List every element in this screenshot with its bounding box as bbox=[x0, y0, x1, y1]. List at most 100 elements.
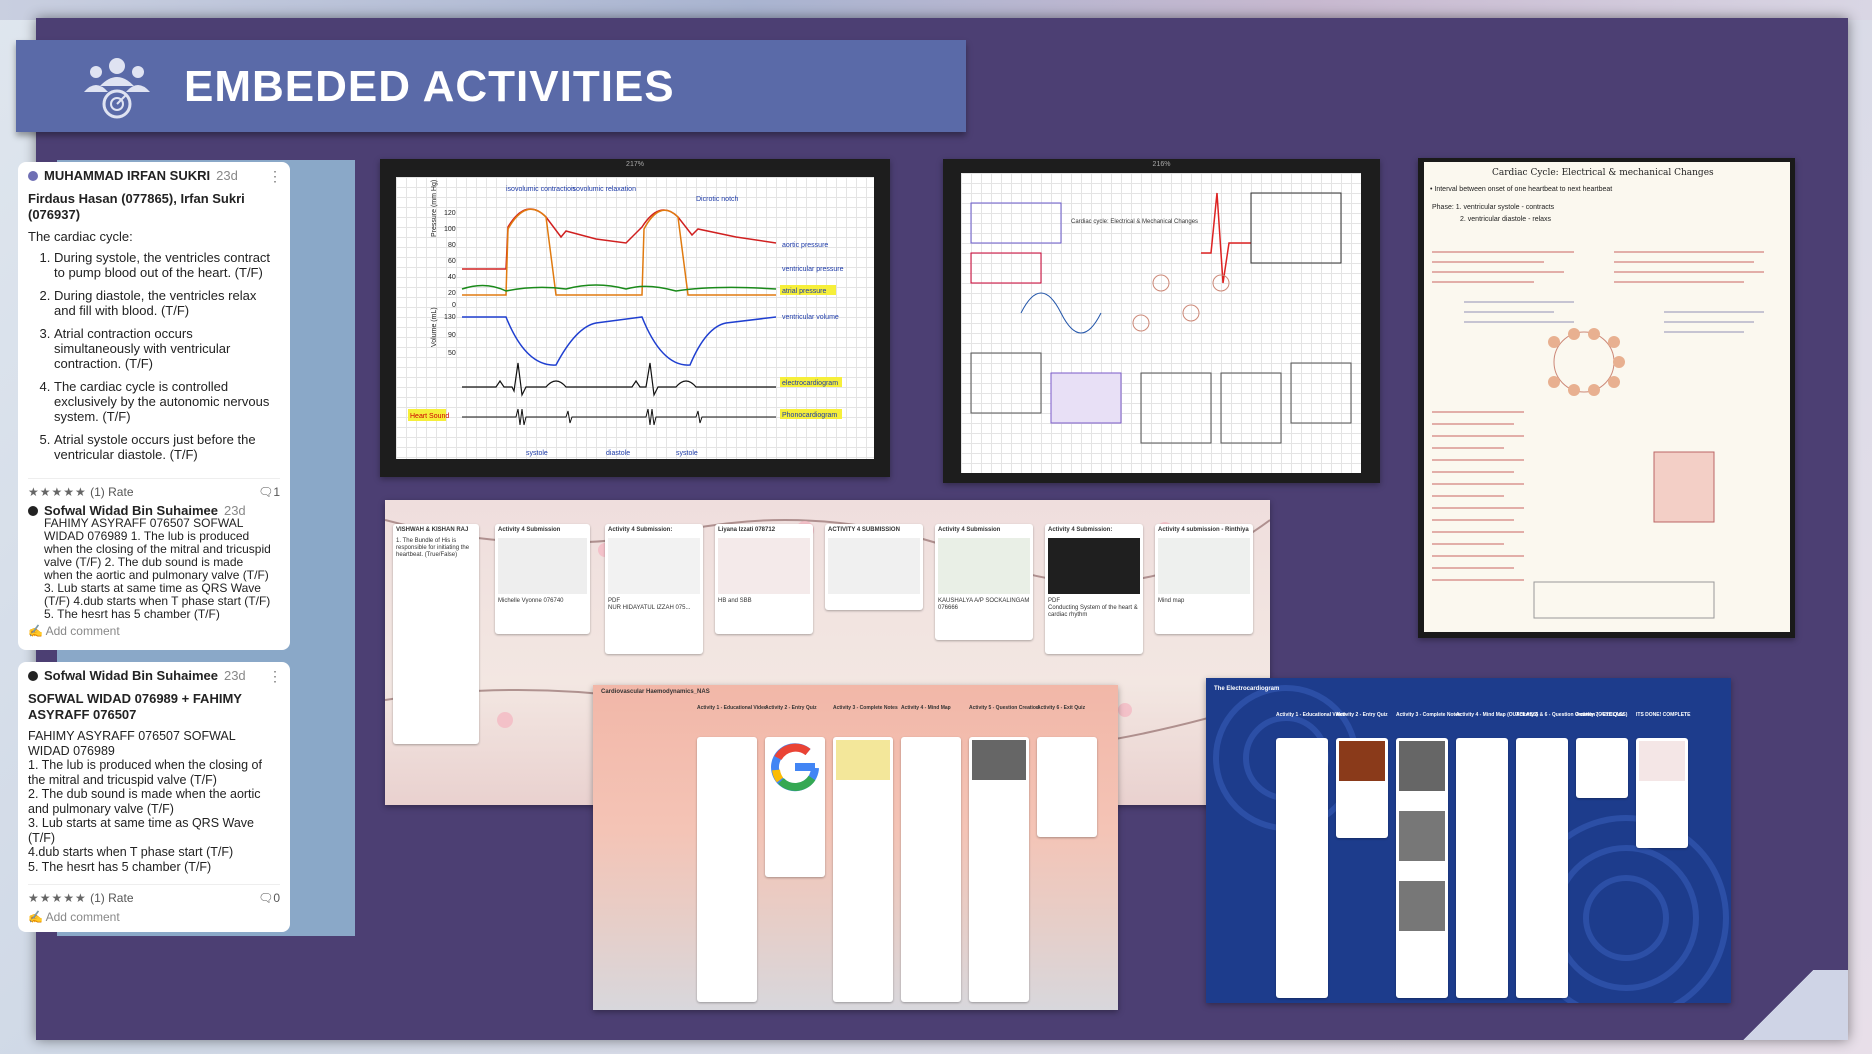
rating-label: (1) Rate bbox=[90, 891, 134, 905]
board-card[interactable] bbox=[765, 737, 825, 877]
card-thumbnail bbox=[1399, 741, 1445, 791]
card-thumbnail bbox=[938, 538, 1030, 594]
column-header: Activity 2 - Entry Quiz bbox=[765, 705, 817, 711]
card-thumbnail bbox=[1639, 741, 1685, 781]
mindmap-box bbox=[1250, 192, 1342, 264]
board-card[interactable] bbox=[1336, 738, 1388, 838]
board-card[interactable]: Activity 4 Submission Michelle Vyonne 07… bbox=[495, 524, 590, 634]
mindmap-box bbox=[1140, 372, 1212, 444]
board-card[interactable]: Activity 4 Submission KAUSHALYA A/P SOCK… bbox=[935, 524, 1033, 640]
notes-drawing bbox=[1432, 251, 1764, 619]
pressure-tick: 120 bbox=[444, 210, 456, 217]
column-header: Activity 1 - Educational Video bbox=[1276, 712, 1346, 718]
board-card[interactable] bbox=[969, 737, 1029, 1002]
board-card[interactable] bbox=[901, 737, 961, 1002]
post-line: 2. The dub sound is made when the aortic… bbox=[28, 787, 261, 816]
ecg-trace bbox=[462, 362, 776, 398]
card-body: Michelle Vyonne 076740 bbox=[498, 598, 564, 604]
board-card[interactable] bbox=[1396, 738, 1448, 998]
rate-button[interactable]: ★★★★★ (1) Rate bbox=[28, 891, 134, 905]
board-card[interactable] bbox=[1636, 738, 1688, 848]
phonocardiogram-label: Phonocardiogram bbox=[782, 412, 837, 419]
board-card[interactable] bbox=[833, 737, 893, 1002]
ventricular-pressure-curve bbox=[462, 208, 776, 296]
card-thumbnail bbox=[1399, 881, 1445, 931]
highlight bbox=[780, 409, 842, 419]
aortic-pressure-label: aortic pressure bbox=[782, 242, 828, 249]
add-comment-button[interactable]: ✍ Add comment bbox=[28, 624, 120, 638]
card-body: Mind map bbox=[1158, 598, 1185, 604]
notes-scribble bbox=[1664, 311, 1764, 333]
mindmap-box bbox=[970, 352, 1042, 414]
highlight bbox=[780, 285, 836, 295]
board-card[interactable]: ACTIVITY 4 SUBMISSION bbox=[825, 524, 923, 610]
add-comment-button[interactable]: ✍ Add comment bbox=[28, 910, 120, 924]
card-title: Activity 4 Submission: bbox=[1048, 527, 1113, 533]
notes-scribble bbox=[1432, 251, 1574, 283]
card-body: Conducting System of the heart & cardiac… bbox=[1048, 605, 1138, 618]
comment-count-value: 0 bbox=[273, 891, 280, 905]
post-time: 23d bbox=[216, 168, 238, 183]
card-title: Activity 4 Submission: bbox=[608, 527, 673, 533]
board-card[interactable] bbox=[1576, 738, 1628, 798]
board-card[interactable] bbox=[1037, 737, 1097, 837]
post-body: FAHIMY ASYRAFF 076507 SOFWAL WIDAD 07698… bbox=[28, 729, 280, 874]
board-card[interactable]: Activity 4 Submission: PDF NUR HIDAYATUL… bbox=[605, 524, 703, 654]
notes-line: • Interval between onset of one heartbea… bbox=[1430, 186, 1613, 193]
card-thumbnail bbox=[498, 538, 587, 594]
list-item: The cardiac cycle is controlled exclusiv… bbox=[54, 379, 280, 424]
heart-sketch bbox=[1132, 314, 1150, 332]
column-header: Activity 4 - Mind Map (OUTCLASS) bbox=[1456, 712, 1538, 718]
board-card[interactable] bbox=[697, 737, 757, 1002]
notes-scribble bbox=[1614, 251, 1764, 283]
heart-sound-label: Heart Sound bbox=[410, 413, 449, 420]
post-line: FAHIMY ASYRAFF 076507 SOFWAL WIDAD 07698… bbox=[28, 729, 236, 758]
board-card[interactable]: Activity 4 submission - Rinthiya Mind ma… bbox=[1155, 524, 1253, 634]
column-header: Activity 3 - Complete Notes bbox=[833, 705, 898, 711]
board-card[interactable]: VISHWAH & KISHAN RAJ 1. The Bundle of Hi… bbox=[393, 524, 479, 744]
add-comment-label: Add comment bbox=[45, 624, 120, 638]
heart-sketch bbox=[1152, 274, 1170, 292]
background-streak bbox=[0, 0, 1872, 20]
board-card[interactable] bbox=[1516, 738, 1568, 998]
more-options-icon[interactable]: ⋮ bbox=[268, 668, 282, 684]
highlight bbox=[780, 377, 842, 387]
avatar bbox=[28, 170, 38, 181]
heart-sketches bbox=[1548, 328, 1625, 396]
zoom-level: 216% bbox=[1152, 161, 1171, 168]
dicrotic-notch-label: Dicrotic notch bbox=[696, 196, 739, 203]
card-thumbnail bbox=[972, 740, 1026, 780]
card-title: Activity 4 Submission bbox=[498, 527, 561, 533]
post-card[interactable]: Sofwal Widad Bin Suhaimee 23d ⋮ SOFWAL W… bbox=[18, 662, 290, 932]
column-header: Activity 3 - Complete Notes bbox=[1396, 712, 1461, 718]
post-card[interactable]: MUHAMMAD IRFAN SUKRI 23d ⋮ Firdaus Hasan… bbox=[18, 162, 290, 650]
notes-scribble bbox=[1464, 301, 1574, 323]
card-thumbnail bbox=[1048, 538, 1140, 594]
notes-line: 2. ventricular diastole - relaxs bbox=[1460, 216, 1552, 223]
pressure-tick: 0 bbox=[452, 302, 456, 309]
slide-corner bbox=[1708, 970, 1848, 1040]
board-title: The Electrocardiogram bbox=[1214, 686, 1280, 692]
list-item: Atrial systole occurs just before the ve… bbox=[54, 432, 280, 462]
notes-title: Cardiac Cycle: Electrical & mechanical C… bbox=[1492, 168, 1714, 178]
board-card[interactable]: Activity 4 Submission: PDF Conducting Sy… bbox=[1045, 524, 1143, 654]
comment-author: Sofwal Widad Bin Suhaimee 23d bbox=[28, 504, 274, 517]
avatar bbox=[28, 505, 38, 516]
blue-board-screenshot: The Electrocardiogram Activity 1 - Educa… bbox=[1206, 678, 1731, 1003]
board-card[interactable] bbox=[1456, 738, 1508, 998]
isovolumic-contraction-label: isovolumic contraction bbox=[506, 186, 575, 193]
more-options-icon[interactable]: ⋮ bbox=[268, 168, 282, 184]
rate-button[interactable]: ★★★★★ (1) Rate bbox=[28, 485, 134, 499]
comment-count[interactable]: 🗨1 bbox=[258, 485, 280, 499]
card-thumbnail bbox=[836, 740, 890, 780]
comment-count[interactable]: 🗨0 bbox=[258, 891, 280, 905]
diastole-label: diastole bbox=[606, 450, 630, 457]
board-card[interactable] bbox=[1276, 738, 1328, 998]
column-header: Activity 5 - Question Creation bbox=[969, 705, 1040, 711]
card-title: ACTIVITY 4 SUBMISSION bbox=[828, 527, 900, 533]
comment-icon: 🗨 bbox=[258, 485, 274, 499]
board-card[interactable]: Liyana Izzati 078712 HB and SBB bbox=[715, 524, 813, 634]
rating-label: (1) Rate bbox=[90, 485, 134, 499]
sunset-board-screenshot: Cardiovascular Haemodynamics_NAS Activit… bbox=[593, 685, 1118, 1010]
